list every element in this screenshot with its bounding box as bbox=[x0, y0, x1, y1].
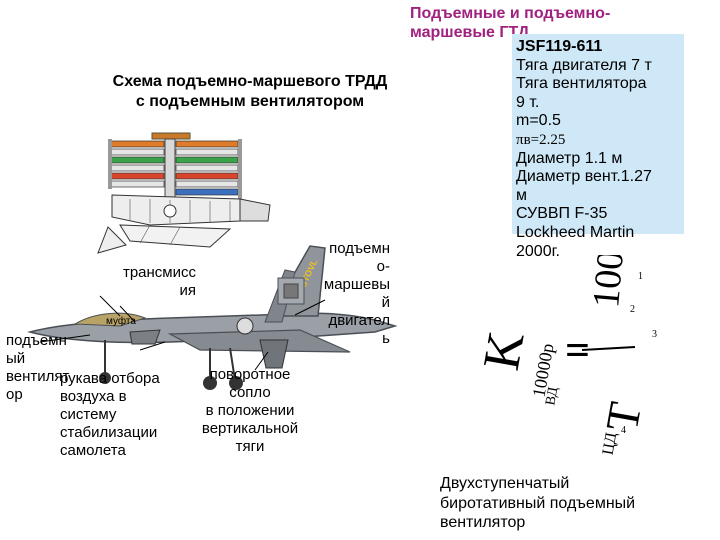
formula-index-1: 1 bbox=[638, 271, 643, 282]
formula-index-4: 4 bbox=[621, 425, 626, 436]
spec-engine: JSF119-611 bbox=[516, 38, 603, 55]
spec-maker: Lockheed Martin bbox=[516, 223, 635, 241]
spec-diameter: Диаметр 1.1 м bbox=[516, 149, 623, 167]
formula-denominator-subscript: ЦД bbox=[600, 431, 621, 455]
label-rotating-nozzle: поворотное сопло в положении вертикально… bbox=[201, 366, 299, 455]
spec-m-value: m=0.5 bbox=[516, 112, 561, 130]
spec-engine-thrust: Тяга двигателя 7 т bbox=[516, 56, 652, 74]
lift-fan-caption: Двухступенчатый биротативный подъемный в… bbox=[440, 475, 636, 531]
formula-numerator: 10000 bbox=[585, 255, 635, 309]
label-transmission: трансмисс ия bbox=[122, 264, 196, 299]
formula-handwritten: 10000 K 10000p ВД = T ЦД 1 2 3 4 bbox=[473, 255, 657, 455]
label-lift-fan: подъемн ый вентилят ор bbox=[6, 332, 70, 403]
spec-aircraft: СУВВП F-35 bbox=[516, 205, 608, 223]
formula-index-3: 3 bbox=[652, 329, 657, 340]
formula-k-symbol: K bbox=[473, 327, 536, 374]
spec-pi-value: πв=2.25 bbox=[516, 131, 566, 148]
formula-fraction-bar bbox=[581, 346, 636, 351]
aircraft-f35-drawing: STOVL bbox=[27, 245, 398, 390]
label-air-sleeves: рукава отбора воздуха в систему стабилиз… bbox=[60, 370, 160, 459]
spec-fan-diameter-2: м bbox=[516, 186, 527, 204]
formula-index-2: 2 bbox=[630, 304, 635, 315]
spec-year: 2000г. bbox=[516, 242, 560, 260]
spec-fan-thrust-1: Тяга вентилятора bbox=[516, 75, 647, 93]
spec-fan-thrust-2: 9 т. bbox=[516, 93, 540, 111]
label-coupling: муфта bbox=[106, 316, 136, 327]
spec-fan-diameter-1: Диаметр вент.1.27 bbox=[516, 168, 652, 186]
section-title-line-2: маршевые ГТД bbox=[410, 24, 530, 41]
section-title-line-1: Подъемные и подъемно- bbox=[410, 5, 611, 22]
scheme-title-line-2: с подъемным вентилятором bbox=[135, 93, 365, 110]
scheme-title-line-1: Схема подъемно-маршевого ТРДД bbox=[112, 73, 388, 90]
spec-box-background bbox=[512, 34, 684, 234]
spec-list: JSF119-611 Тяга двигателя 7 т Тяга венти… bbox=[516, 38, 716, 261]
label-lift-cruise-engine: подъемн о- маршевы й двигател ь bbox=[323, 240, 390, 347]
section-title: Подъемные и подъемно- маршевые ГТД bbox=[410, 4, 660, 42]
formula-k-subscript-2: ВД bbox=[543, 385, 561, 406]
engine-schematic-drawing bbox=[97, 132, 271, 254]
scheme-title: Схема подъемно-маршевого ТРДД с подъемны… bbox=[80, 72, 420, 112]
